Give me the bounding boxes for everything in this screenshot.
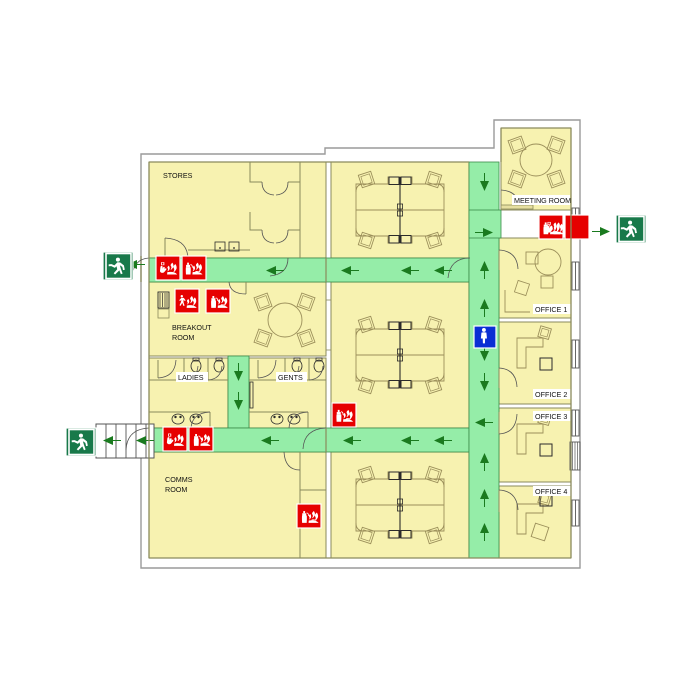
inner-wall-outline [148, 127, 572, 559]
room-label-breakout-1: BREAKOUT [172, 323, 212, 332]
exit-arrow-east [592, 227, 610, 236]
office-4 [498, 489, 553, 542]
breakout-room [157, 281, 332, 351]
exit-sign-east[interactable] [615, 214, 647, 244]
fire-equipment-sign-east[interactable] [538, 214, 590, 240]
room-label-office-1: OFFICE 1 [535, 305, 567, 314]
label-bg-office4 [533, 486, 573, 496]
label-bg-office3 [533, 411, 573, 421]
fire-extinguisher-sign-south[interactable] [296, 503, 322, 529]
room-label-gents: GENTS [278, 373, 303, 382]
room-label-meeting-room: MEETING ROOM [514, 196, 571, 205]
label-bg-office2 [533, 389, 573, 399]
room-label-comms-2: ROOM [165, 485, 187, 494]
room-label-comms-1: COMMS [165, 475, 193, 484]
exit-sign-west-upper[interactable] [102, 251, 134, 281]
office-2 [498, 325, 553, 388]
office-3 [498, 411, 553, 457]
stores-room [164, 162, 301, 259]
room-label-breakout-2: ROOM [172, 333, 194, 342]
room-label-office-2: OFFICE 2 [535, 390, 567, 399]
label-bg-gents [276, 372, 307, 382]
fire-equipment-sign-stores[interactable] [155, 255, 207, 281]
room-label-office-3: OFFICE 3 [535, 412, 567, 421]
label-bg-office1 [533, 304, 573, 314]
label-bg-meeting [512, 195, 570, 205]
room-label-stores: STORES [163, 171, 193, 180]
label-bg-ladies [176, 372, 208, 382]
exit-sign-west-lower[interactable] [65, 427, 97, 457]
office-1 [498, 248, 562, 313]
fire-equipment-sign-breakout[interactable] [174, 288, 231, 314]
room-label-office-4: OFFICE 4 [535, 487, 567, 496]
fire-extinguisher-sign-central[interactable] [331, 402, 357, 428]
fire-equipment-sign-corridor[interactable] [162, 426, 214, 452]
assembly-point-sign[interactable] [473, 325, 497, 349]
room-label-ladies: LADIES [178, 373, 204, 382]
